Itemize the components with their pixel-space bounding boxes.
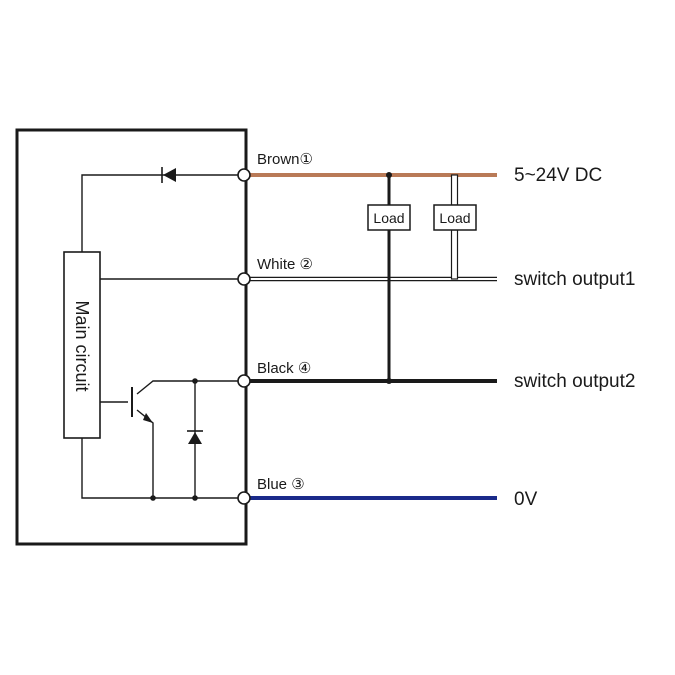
white-wire-label: White ② [257,256,313,273]
black-wire-label: Black ④ [257,360,311,377]
junction-dots [150,378,198,501]
internal-wiring [81,174,244,499]
diode-icon [161,167,176,183]
supply-label: 5~24V DC [514,165,602,186]
load-1-label: Load [373,210,404,226]
load-1: Load [367,172,411,384]
ground-label: 0V [514,489,538,510]
blue-wire-label: Blue ③ [257,476,305,493]
main-circuit-block: Main circuit [63,251,101,439]
output1-label: switch output1 [514,269,635,290]
load-2-label: Load [439,210,470,226]
output2-label: switch output2 [514,371,635,392]
brown-wire-label: Brown① [257,151,313,168]
main-circuit-label: Main circuit [72,300,92,391]
load-2: Load [433,174,477,280]
npn-transistor-icon [131,387,153,423]
sensor-housing [15,128,248,546]
zener-diode-icon [187,430,203,444]
terminal-icon [237,168,251,505]
